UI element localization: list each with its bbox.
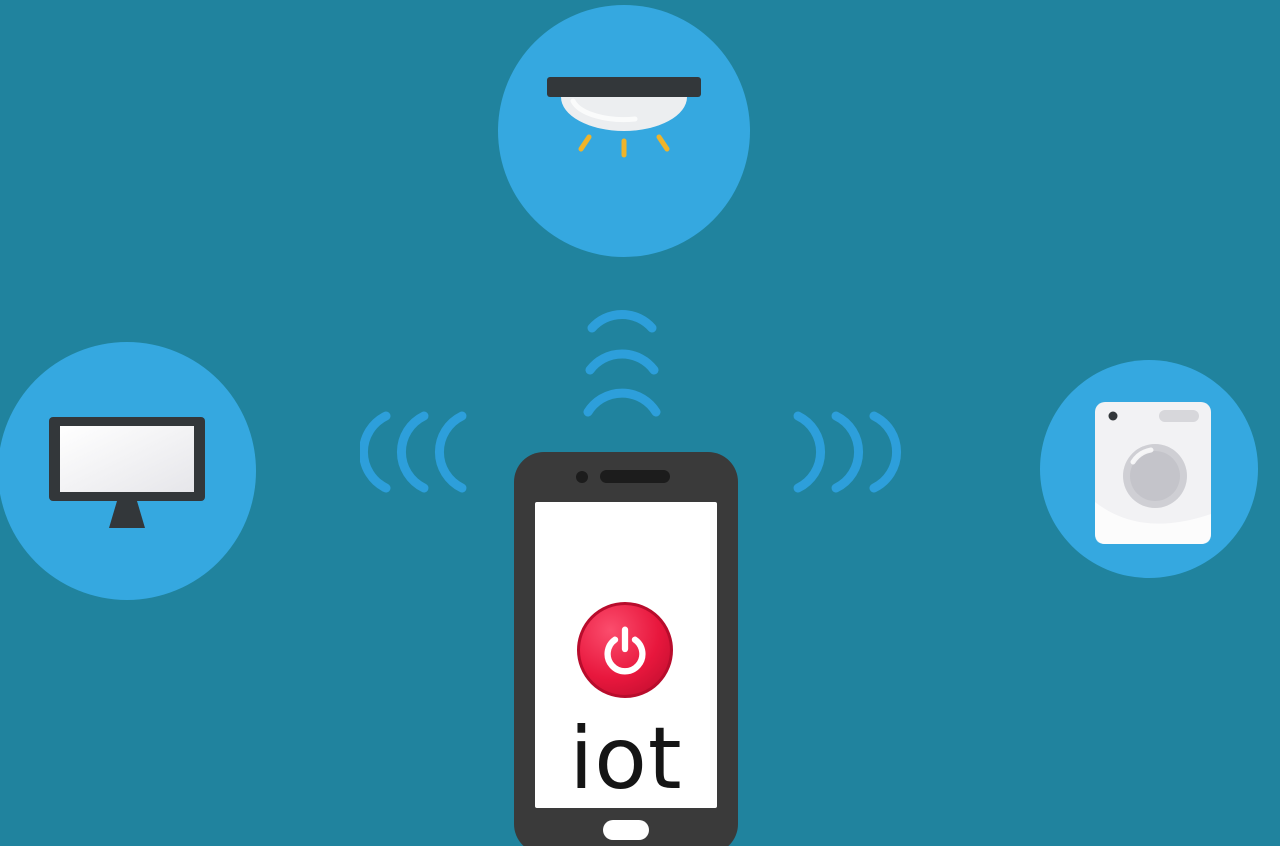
monitor-icon [49, 417, 205, 528]
washer-power-knob [1108, 411, 1118, 421]
monitor-stand [109, 501, 145, 528]
smartphone: iot [514, 452, 738, 846]
washer-body-highlight [1095, 502, 1211, 544]
monitor-screen [60, 426, 194, 492]
device-circle-monitor [0, 342, 256, 600]
wifi-waves-up [583, 310, 661, 417]
wifi-waves-left [360, 411, 467, 493]
light-fixture-bar [547, 77, 701, 97]
home-button [603, 820, 649, 840]
power-button-icon [577, 602, 673, 698]
phone-screen: iot [535, 502, 717, 808]
device-circle-light [498, 5, 750, 257]
ceiling-light-icon [547, 77, 701, 158]
washer-door-glass [1130, 451, 1180, 501]
washer-detergent-drawer [1159, 410, 1199, 422]
light-dome [561, 97, 687, 131]
light-rays [578, 134, 670, 158]
washer-door-highlight [1130, 447, 1154, 465]
device-circle-washer [1040, 360, 1258, 578]
light-dome-highlight [570, 98, 638, 123]
wifi-waves-right [793, 411, 901, 493]
power-icon [604, 626, 646, 675]
speaker-grille-icon [600, 470, 670, 483]
washing-machine-icon [1095, 402, 1211, 544]
camera-icon [576, 471, 588, 483]
iot-label: iot [569, 709, 683, 809]
